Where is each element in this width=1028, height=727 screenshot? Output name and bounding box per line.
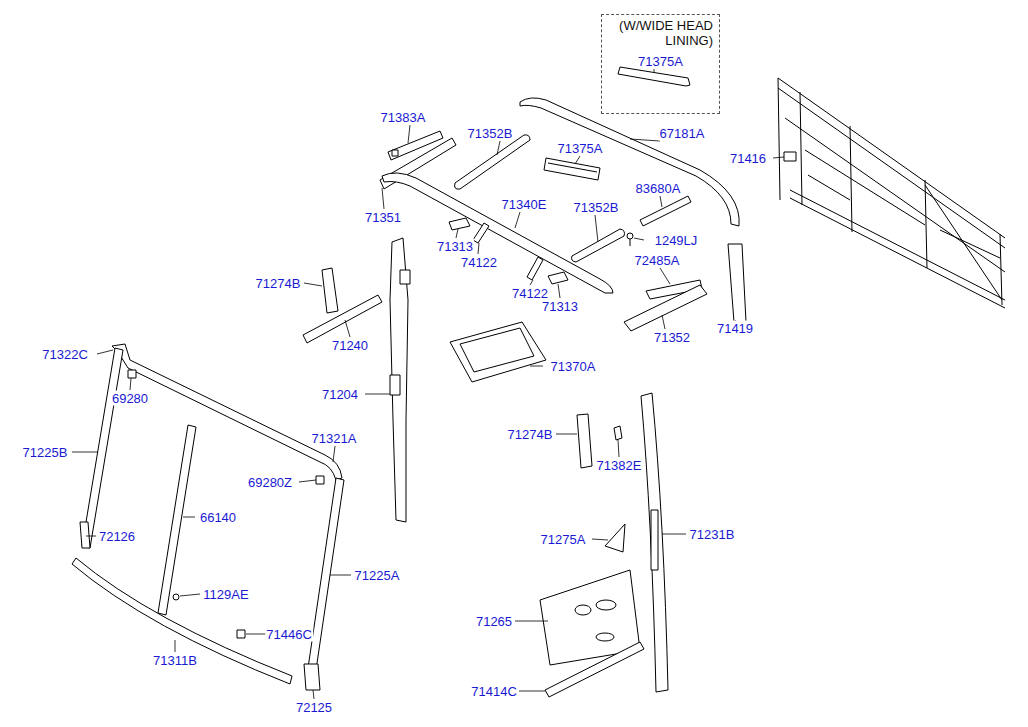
- callout-number: 1129AE: [202, 587, 249, 602]
- callout-number: 71414C: [470, 684, 518, 699]
- callout-number: 71313: [541, 299, 579, 314]
- callout-number: 66140: [199, 510, 237, 525]
- callout-number: 71382E: [596, 458, 643, 473]
- callout-number: 71231B: [689, 527, 736, 542]
- callout-number: 71340E: [501, 197, 548, 212]
- callout-number: 71225B: [22, 445, 69, 460]
- callout-number: 71446C: [265, 627, 313, 642]
- callout-number: 71416: [729, 151, 767, 166]
- callout-number: 71321A: [311, 431, 358, 446]
- callout-number: 71375A: [637, 54, 684, 69]
- callout-number: 83680A: [635, 181, 682, 196]
- callout-number: 71370A: [550, 359, 597, 374]
- callout-number: 71311B: [152, 653, 198, 668]
- callout-number: 71275A: [540, 532, 587, 547]
- option-note: (W/WIDE HEAD LINING): [602, 15, 719, 48]
- callout-number: 71352: [653, 330, 691, 345]
- callout-number: 71313: [436, 239, 474, 254]
- callout-number: 69280: [111, 391, 149, 406]
- callout-number: 71383A: [380, 110, 427, 125]
- callout-number: 67181A: [659, 126, 706, 141]
- callout-number: 71375A: [557, 141, 604, 156]
- callout-number: 69280Z: [247, 475, 293, 490]
- callout-number: 71352B: [573, 200, 620, 215]
- callout-number: 72485A: [634, 253, 681, 268]
- callout-number: 71204: [321, 387, 359, 402]
- callout-number: 71274B: [507, 427, 554, 442]
- callout-number: 71240: [331, 338, 369, 353]
- callout-number: 71419: [716, 321, 754, 336]
- callout-number: 71265: [475, 614, 513, 629]
- callout-number: 71274B: [255, 276, 302, 291]
- callout-number: 72126: [98, 529, 136, 544]
- callout-number: 71352B: [467, 126, 514, 141]
- callout-number: 71351: [364, 210, 402, 225]
- callout-number: 72125: [295, 700, 333, 715]
- callout-number: 71322C: [41, 347, 89, 362]
- option-box: (W/WIDE HEAD LINING) 71375A: [601, 14, 720, 114]
- callout-number: 1249LJ: [654, 233, 699, 248]
- callout-number: 74122: [460, 255, 498, 270]
- callout-number: 71225A: [354, 568, 401, 583]
